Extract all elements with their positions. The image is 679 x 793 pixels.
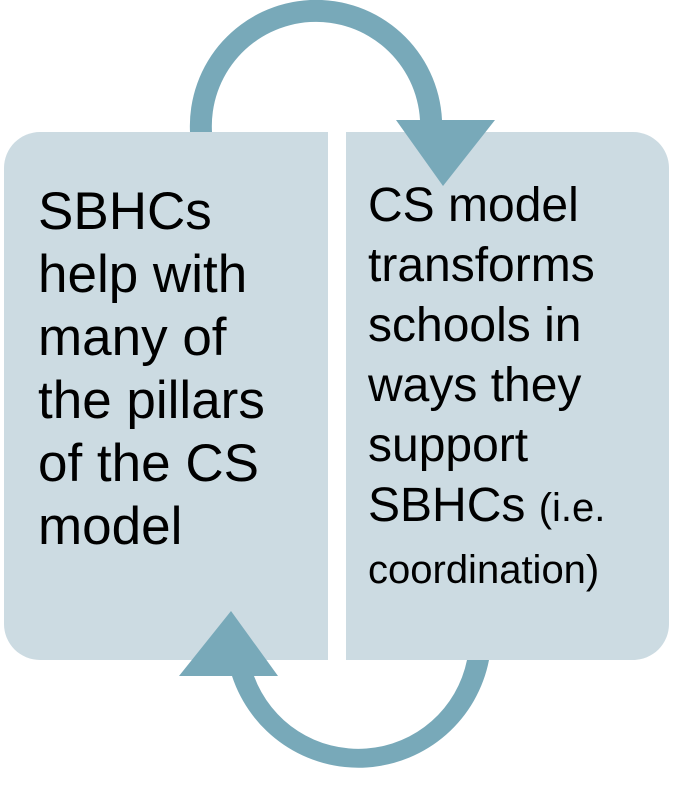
right-panel-text-small: (i.e. coordination)	[368, 486, 606, 592]
left-panel	[4, 132, 328, 660]
bottom-cycle-arrow	[179, 611, 489, 768]
left-panel-text: SBHCs help with many of the pillars of t…	[38, 182, 265, 556]
top-cycle-arrow	[189, 0, 495, 186]
right-panel-text: CS model transforms schools in ways they…	[368, 176, 605, 600]
right-panel-text-main: CS model transforms schools in ways they…	[368, 179, 595, 532]
right-panel	[346, 132, 669, 660]
